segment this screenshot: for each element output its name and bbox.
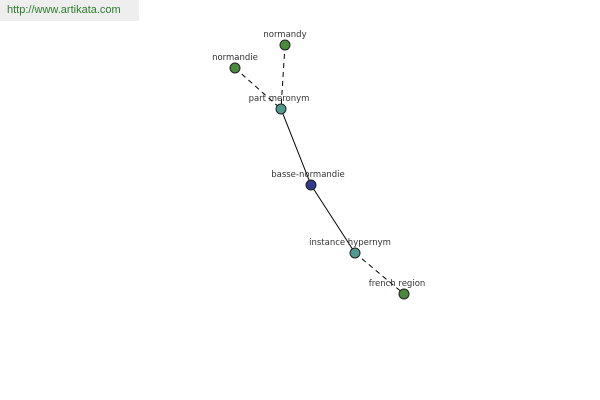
node-instance-hypernym-label: instance hypernym	[309, 238, 391, 248]
node-normandie-marker[interactable]	[229, 62, 241, 74]
node-part-meronym-label: part meronym	[249, 94, 310, 104]
node-french-region-label: french region	[369, 279, 426, 289]
url-banner-text: http://www.artikata.com	[7, 4, 121, 16]
node-french-region-marker[interactable]	[398, 288, 410, 300]
edge-basse-normandie-to-instance-hypernym	[310, 184, 356, 254]
node-instance-hypernym[interactable]: instance hypernym	[309, 238, 391, 259]
node-basse-normandie[interactable]: basse-normandie	[271, 170, 345, 191]
node-normandie-label: normandie	[212, 53, 258, 63]
node-normandy[interactable]: normandy	[263, 30, 307, 51]
edge-normandy-to-part-meronym	[280, 44, 286, 110]
node-instance-hypernym-marker[interactable]	[349, 247, 361, 259]
node-normandy-label: normandy	[263, 30, 306, 40]
node-basse-normandie-marker[interactable]	[305, 179, 317, 191]
url-banner[interactable]: http://www.artikata.com	[0, 0, 139, 21]
edges-layer	[234, 44, 405, 295]
node-french-region[interactable]: french region	[369, 279, 426, 300]
node-part-meronym[interactable]: part meronym	[249, 94, 310, 115]
node-basse-normandie-label: basse-normandie	[271, 170, 345, 180]
node-normandy-marker[interactable]	[279, 39, 291, 51]
node-normandie[interactable]: normandie	[212, 53, 258, 74]
edge-instance-hypernym-to-french-region	[354, 252, 405, 295]
edge-normandie-to-part-meronym	[234, 67, 282, 110]
node-part-meronym-marker[interactable]	[275, 103, 287, 115]
edge-part-meronym-to-basse-normandie	[280, 108, 312, 186]
nodes-layer: normandy normandie part meronym basse-no…	[212, 30, 426, 300]
